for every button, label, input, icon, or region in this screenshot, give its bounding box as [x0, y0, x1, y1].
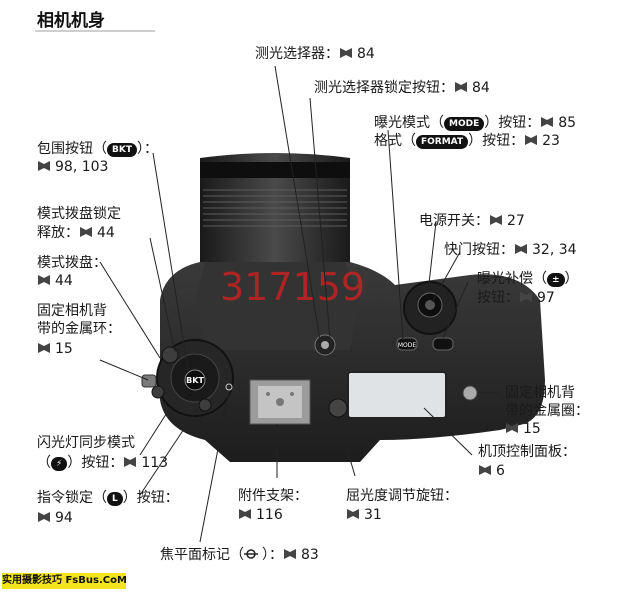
strap-lug-right-label-1: 固定相机背	[505, 385, 575, 401]
format-label: 格式（FORMAT）按钮：23	[374, 133, 560, 149]
exposure-mode-label: 曝光模式（MODE）按钮：85	[374, 115, 577, 131]
page-ref-icon	[37, 159, 52, 173]
diopter-label: 屈光度调节旋钮：	[346, 488, 458, 504]
page-ref-icon	[339, 46, 354, 60]
page-ref-icon	[478, 463, 493, 477]
page-ref-icon	[454, 80, 469, 94]
page-ref-icon	[505, 421, 520, 435]
flash-icon: ⚡	[51, 457, 68, 471]
page-ref-icon	[519, 290, 534, 304]
page-ref-icon	[79, 225, 94, 239]
hot-shoe-page: 116	[238, 506, 283, 525]
page-ref-icon	[540, 115, 555, 129]
bkt-button-mark: BKT	[186, 376, 204, 385]
meter-lock-label: 测光选择器锁定按钮：84	[314, 80, 490, 96]
mode-dial-label: 模式拨盘：	[37, 255, 107, 271]
page-ref-icon	[238, 507, 253, 521]
power-switch-label: 电源开关：27	[419, 213, 525, 229]
command-lock-label: 指令锁定（L）按钮：	[37, 490, 179, 506]
flash-sync-label: 闪光灯同步模式	[37, 435, 135, 451]
page-ref-icon	[514, 242, 529, 256]
strap-lug-right-page: 15	[505, 420, 541, 439]
red-watermark-number: 317159	[220, 265, 365, 309]
mode-icon: MODE	[444, 117, 485, 131]
meter-selector-label: 测光选择器：84	[255, 46, 375, 62]
mode-dial-page: 44	[37, 272, 73, 291]
title-underline	[35, 30, 155, 32]
diopter-page: 31	[346, 506, 382, 525]
shutter-button-label: 快门按钮：32, 34	[444, 242, 577, 258]
strap-lug-left-label-2: 带的金属环：	[37, 321, 121, 337]
exposure-comp-page: 按钮：97	[477, 290, 555, 306]
flash-sync-page: （⚡）按钮：113	[37, 455, 169, 471]
page-ref-icon	[37, 341, 52, 355]
page-ref-icon	[37, 273, 52, 287]
site-watermark: 实用摄影技巧 FsBus.CoM	[2, 573, 127, 589]
bracket-button-page: 98, 103	[37, 158, 108, 177]
exposure-comp-label: 曝光补偿（±）	[477, 271, 579, 287]
page-ref-icon	[37, 510, 52, 524]
page-ref-icon	[346, 507, 361, 521]
strap-lug-right-label-2: 带的金属圈：	[505, 403, 589, 419]
strap-lug-left-label-1: 固定相机背	[37, 303, 107, 319]
focal-plane-label: 焦平面标记（）：83	[160, 547, 319, 563]
lcd-panel-page: 6	[478, 462, 505, 481]
bracket-button-label: 包围按钮（BKT）：	[37, 141, 158, 157]
command-lock-page: 94	[37, 509, 73, 528]
hot-shoe-label: 附件支架：	[238, 488, 308, 504]
exposure-comp-icon: ±	[547, 273, 565, 287]
lock-icon: L	[107, 492, 123, 506]
page-ref-icon	[123, 455, 138, 469]
lcd-panel-label: 机顶控制面板：	[478, 444, 576, 460]
mode-dial-lock-page: 释放：44	[37, 225, 115, 241]
page-title: 相机机身	[37, 11, 105, 31]
page-ref-icon	[489, 213, 504, 227]
bkt-icon: BKT	[107, 143, 137, 157]
mode-button-mark: MODE	[398, 342, 417, 349]
mode-dial-lock-label: 模式拨盘锁定	[37, 206, 121, 222]
focal-plane-icon	[244, 547, 259, 561]
page-ref-icon	[524, 133, 539, 147]
page-ref-icon	[283, 547, 298, 561]
strap-lug-left-page: 15	[37, 340, 73, 359]
format-icon: FORMAT	[416, 135, 469, 149]
